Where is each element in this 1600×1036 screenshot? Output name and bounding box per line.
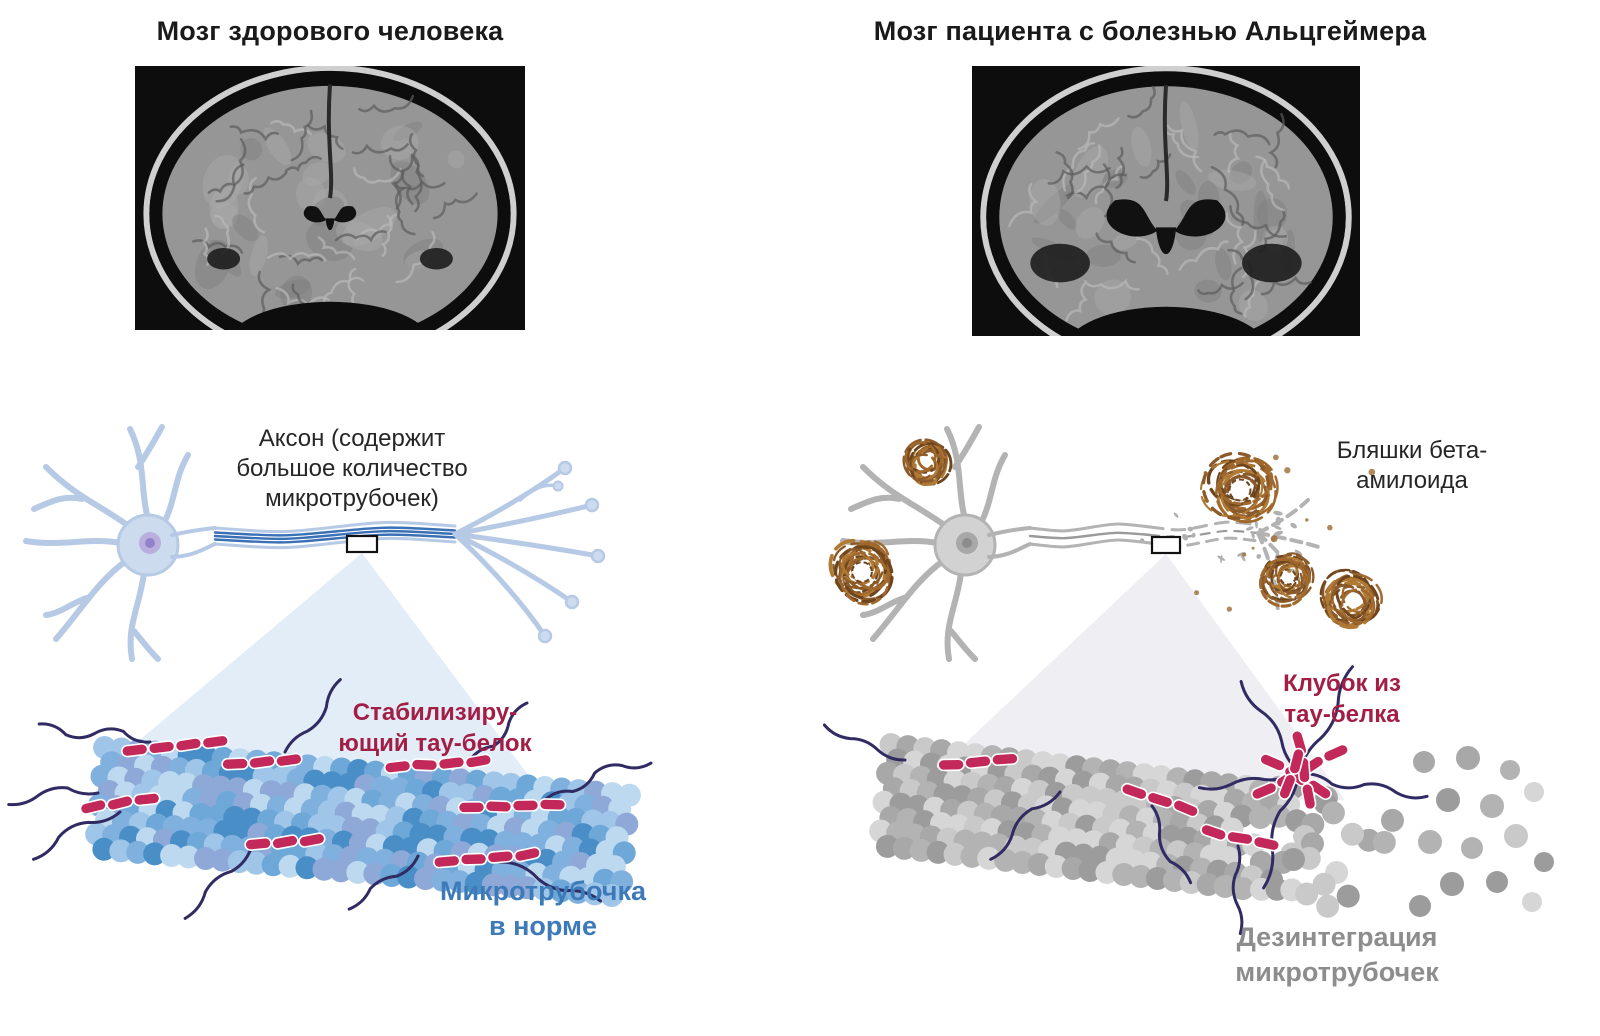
tau-tangle-caption: Клубок из тау-белка [1232, 668, 1452, 730]
stabilizing-tau-segments [79, 734, 567, 869]
normal-microtubule-line1: Микротрубочка [440, 876, 646, 906]
zoom-cone-healthy [92, 553, 532, 780]
amyloid-plaques-line2: амилоида [1356, 467, 1468, 495]
disintegration-line1: Дезинтеграция [1236, 922, 1438, 952]
healthy-brain-mri-image [135, 66, 525, 330]
tau-tangle-line1: Клубок из [1283, 670, 1401, 697]
healthy-brain-title: Мозг здорового человека [156, 16, 504, 46]
normal-microtubule-illustration [85, 736, 641, 907]
healthy-neuron-illustration [23, 424, 606, 662]
detached-tubulin-spheres [1409, 746, 1554, 917]
stabilizing-tau-line1: Стабилизиру- [352, 699, 518, 726]
stabilizing-tau-caption: Стабилизиру- ющий тау-белок [305, 697, 565, 759]
alzheimers-brain-title: Мозг пациента с болезнью Альцгеймера [873, 16, 1427, 46]
amyloid-plaques-caption: Бляшки бета- амилоида [1302, 436, 1522, 496]
normal-microtubule-line2: в норме [488, 911, 598, 942]
stabilizing-tau-line2: ющий тау-белок [338, 730, 532, 758]
disintegrating-microtubule-illustration [869, 733, 1404, 918]
zoom-cone-alzheimers [905, 554, 1345, 800]
tau-protein-strands-tangle [822, 665, 1429, 936]
disintegration-line2: микротрубочек [1235, 957, 1439, 988]
axon-caption-line3: микротрубочек) [265, 485, 439, 513]
normal-microtubule-caption: Микротрубочка в норме [408, 874, 678, 944]
tau-tangle-line2: тау-белка [1284, 701, 1400, 729]
axon-caption-line2: большое количество [236, 455, 468, 483]
amyloid-plaques-line1: Бляшки бета- [1336, 437, 1488, 464]
alzheimers-brain-mri-image [972, 66, 1360, 336]
tau-tangle-segments [937, 729, 1349, 852]
axon-caption: Аксон (содержит большое количество микро… [212, 424, 492, 515]
disintegration-caption: Дезинтеграция микротрубочек [1187, 920, 1487, 990]
tau-protein-strands-healthy [7, 678, 653, 920]
axon-caption-line1: Аксон (содержит [258, 425, 446, 452]
beta-amyloid-plaques-illustration [828, 438, 1383, 630]
